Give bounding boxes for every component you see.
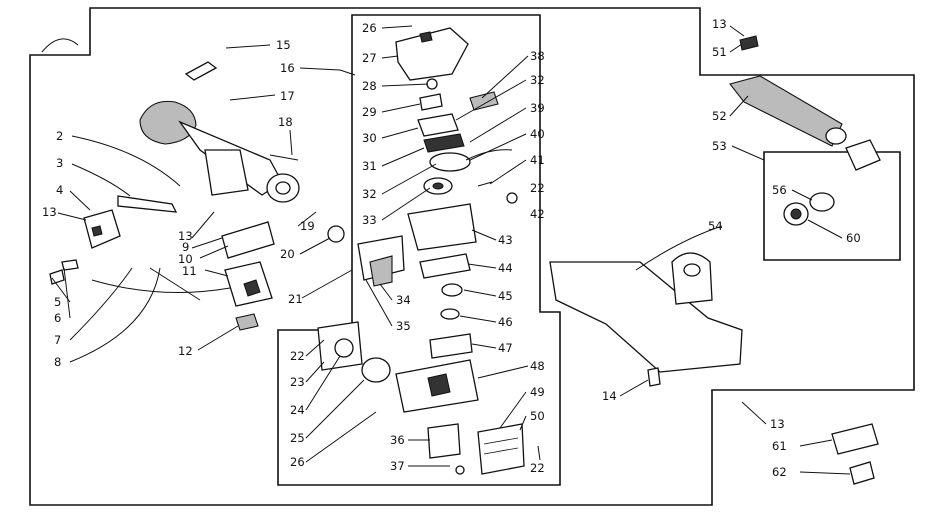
part-shapes	[49, 27, 881, 485]
callout-27: 26	[362, 21, 377, 35]
callout-50: 49	[530, 385, 545, 399]
callout-13-mid: 13	[178, 229, 193, 243]
callout-18: 18	[278, 115, 293, 129]
callout-13-bottom-right: 13	[770, 417, 785, 431]
callout-40: 39	[530, 101, 545, 115]
callout-42: 41	[530, 153, 545, 167]
callout-16: 16	[280, 61, 295, 75]
callout-20: 20	[280, 247, 295, 261]
callout-22-left: 22	[290, 349, 305, 363]
callout-45: 44	[498, 261, 513, 275]
callout-8: 8	[54, 355, 61, 369]
callout-62: 61	[772, 439, 787, 453]
callout-22-upper: 22	[530, 181, 545, 195]
callout-22-lower: 22	[530, 461, 545, 475]
callout-25: 25	[290, 431, 305, 445]
callout-7: 7	[54, 333, 61, 347]
callout-26: 26	[290, 455, 305, 469]
callout-63: 62	[772, 465, 787, 479]
callout-51: 50	[530, 409, 545, 423]
callout-14: 14	[602, 389, 617, 403]
callout-61: 60	[846, 231, 861, 245]
callout-34: 33	[362, 213, 377, 227]
callout-15: 15	[276, 38, 291, 52]
callout-31: 30	[362, 131, 377, 145]
part-callouts: 15 16 17 18 2 3 4 13 13 9 10 11 12 19 20…	[42, 17, 861, 479]
callout-38: 37	[390, 459, 405, 473]
callout-23: 23	[290, 375, 305, 389]
callout-39: 38	[530, 49, 545, 63]
callout-41: 40	[530, 127, 545, 141]
leader-lines	[51, 25, 851, 475]
callout-52: 51	[712, 45, 727, 59]
callout-10: 10	[178, 252, 193, 266]
callout-5: 5	[54, 295, 61, 309]
callout-48: 47	[498, 341, 513, 355]
callout-2: 2	[56, 129, 63, 143]
callout-60: 56	[772, 183, 787, 197]
callout-28: 27	[362, 51, 377, 65]
callout-29: 28	[362, 79, 377, 93]
callout-24: 24	[290, 403, 305, 417]
callout-3: 3	[56, 156, 63, 170]
callout-33-lower: 32	[362, 187, 377, 201]
callout-35: 34	[396, 293, 411, 307]
callout-19: 19	[300, 219, 315, 233]
callout-11: 11	[182, 264, 197, 278]
callout-21: 21	[288, 292, 303, 306]
callout-47: 46	[498, 315, 513, 329]
callout-33-upper: 32	[530, 73, 545, 87]
callout-17: 17	[280, 89, 295, 103]
callout-46: 45	[498, 289, 513, 303]
callout-9: 9	[182, 240, 189, 254]
callout-36: 35	[396, 319, 411, 333]
callout-13-left: 13	[42, 205, 57, 219]
callout-56: 54	[708, 219, 723, 233]
callout-32: 31	[362, 159, 377, 173]
callout-6: 6	[54, 311, 61, 325]
callout-12: 12	[178, 344, 193, 358]
callout-53: 52	[712, 109, 727, 123]
callout-43: 42	[530, 207, 545, 221]
callout-4: 4	[56, 183, 63, 197]
callout-49: 48	[530, 359, 545, 373]
callout-37: 36	[390, 433, 405, 447]
callout-13-top-right: 13	[712, 17, 727, 31]
callout-54: 53	[712, 139, 727, 153]
callout-44: 43	[498, 233, 513, 247]
callout-30: 29	[362, 105, 377, 119]
